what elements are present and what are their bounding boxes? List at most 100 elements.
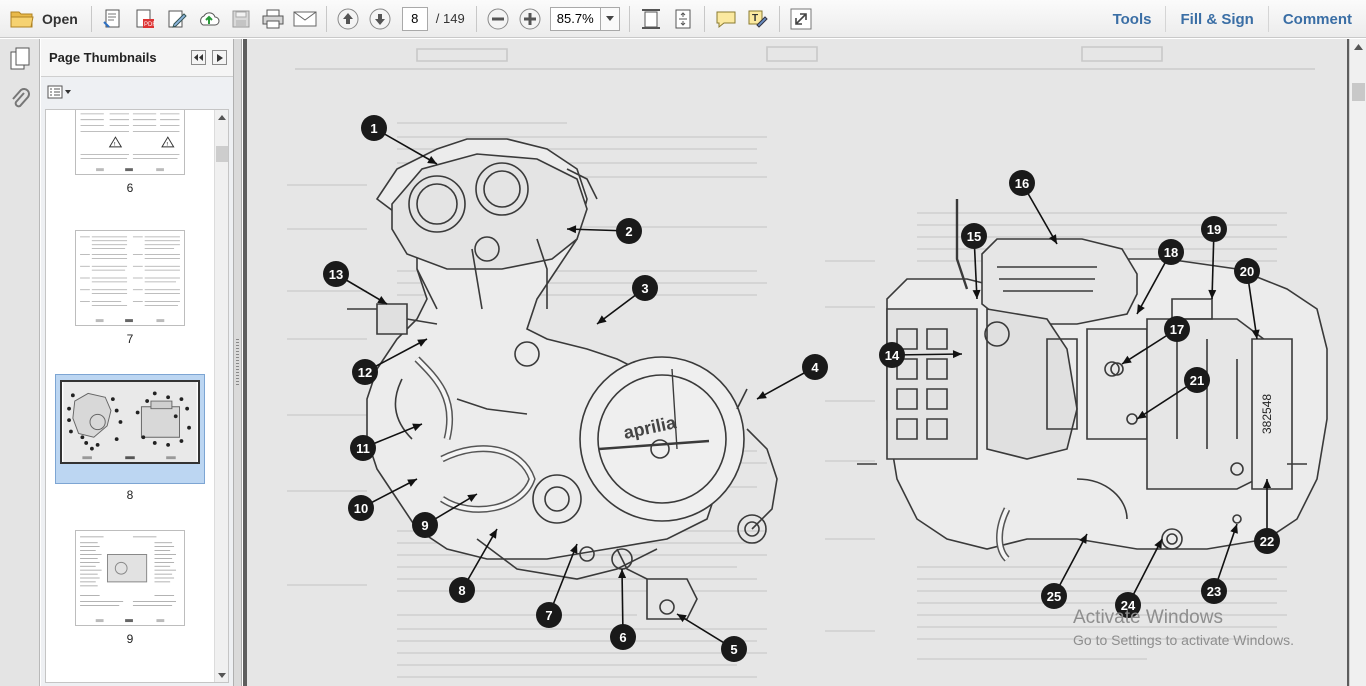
highlighter-icon: T	[748, 10, 768, 28]
document-scrollbar[interactable]	[1349, 39, 1366, 686]
thumbnail-page-6[interactable]: ! ! 6	[46, 110, 214, 195]
fit-page-button[interactable]	[667, 3, 699, 35]
callout-marker-2	[616, 218, 642, 244]
right-engine-drawing	[857, 199, 1328, 562]
upload-button[interactable]	[193, 3, 225, 35]
printer-icon	[262, 9, 284, 28]
zoom-in-button[interactable]	[514, 3, 546, 35]
callout-arrowhead	[489, 529, 497, 539]
speech-bubble-icon	[716, 11, 736, 28]
zoom-combobox[interactable]	[549, 6, 620, 31]
thumbnail-options-button[interactable]	[47, 85, 73, 99]
zoom-input[interactable]	[549, 6, 600, 31]
callout-label: 5	[730, 642, 737, 657]
save-button[interactable]	[225, 3, 257, 35]
doc-scroll-up-button[interactable]	[1350, 39, 1366, 55]
callout-marker-12	[352, 359, 378, 385]
zoom-out-button[interactable]	[482, 3, 514, 35]
main-toolbar: Open PDF / 149	[0, 0, 1366, 38]
print-button[interactable]	[257, 3, 289, 35]
callout-label: 6	[619, 630, 626, 645]
fit-width-button[interactable]	[635, 3, 667, 35]
comment-button[interactable]	[710, 3, 742, 35]
thumbnail-page-9[interactable]: 9	[46, 530, 214, 646]
zoom-dropdown-button[interactable]	[599, 6, 620, 31]
doc-scroll-thumb[interactable]	[1352, 83, 1365, 101]
callout-arrowhead	[377, 295, 387, 304]
expand-icon	[790, 8, 812, 29]
scroll-up-button[interactable]	[215, 110, 228, 124]
previous-page-button[interactable]	[332, 3, 364, 35]
fill-sign-pane-button[interactable]: Fill & Sign	[1165, 6, 1267, 32]
panel-header: Page Thumbnails	[41, 39, 233, 77]
callout-label: 8	[458, 583, 465, 598]
export-pdf-button[interactable]: PDF	[129, 3, 161, 35]
create-pdf-button[interactable]	[97, 3, 129, 35]
callout-marker-18	[1158, 239, 1184, 265]
callout-marker-1	[361, 115, 387, 141]
page-number-input[interactable]	[401, 6, 428, 31]
callout-marker-21	[1184, 367, 1210, 393]
email-button[interactable]	[289, 3, 321, 35]
scroll-down-button[interactable]	[215, 668, 228, 682]
callout-arrowhead	[952, 350, 962, 359]
callout-marker-25	[1041, 583, 1067, 609]
callout-arrowhead	[427, 156, 437, 164]
callout-label: 19	[1207, 222, 1221, 237]
open-label: Open	[42, 10, 78, 27]
toolbar-separator	[475, 5, 477, 32]
callout-marker-15	[961, 223, 987, 249]
create-pdf-icon	[103, 9, 120, 28]
callout-marker-4	[802, 354, 828, 380]
scroll-thumb[interactable]	[216, 146, 228, 162]
watermark-subtitle: Go to Settings to activate Windows.	[1073, 632, 1294, 648]
full-screen-button[interactable]	[785, 3, 817, 35]
thumbnail-page-8-selected[interactable]: 8	[46, 374, 214, 502]
toolbar-panes: Tools Fill & Sign Comment	[1099, 0, 1366, 38]
tools-pane-button[interactable]: Tools	[1112, 10, 1152, 28]
svg-text:PDF: PDF	[144, 22, 156, 28]
callout-marker-19	[1201, 216, 1227, 242]
thumbnail-label: 8	[126, 488, 134, 502]
splitter-grip	[236, 339, 239, 385]
envelope-icon	[293, 11, 317, 26]
callout-marker-11	[350, 435, 376, 461]
chevron-down-icon	[218, 672, 226, 678]
callout-label: 13	[329, 267, 343, 282]
toolbar-separator	[628, 5, 630, 32]
options-list-icon	[47, 85, 71, 99]
callout-arrowhead	[597, 315, 607, 324]
attachments-tab[interactable]	[0, 79, 40, 119]
collapse-panel-button[interactable]	[191, 50, 206, 65]
document-view[interactable]: aprilia	[243, 39, 1349, 686]
next-page-button[interactable]	[364, 3, 396, 35]
activation-watermark: Activate Windows Go to Settings to activ…	[1073, 607, 1294, 648]
pdf-page: aprilia	[247, 39, 1347, 686]
page-preview: ! !	[75, 110, 185, 175]
panel-options-row	[41, 77, 233, 107]
chevron-down-icon	[605, 16, 614, 21]
callout-arrowhead	[1122, 355, 1132, 364]
comment-pane-button[interactable]: Comment	[1267, 6, 1366, 32]
callout-markers: 1234567891011121314151617181920212223242…	[323, 115, 1280, 662]
page-total: / 149	[435, 11, 465, 26]
thumbnails-scrollbar[interactable]	[214, 110, 228, 682]
edit-pdf-button[interactable]	[161, 3, 193, 35]
expand-panel-button[interactable]	[212, 50, 227, 65]
open-button[interactable]: Open	[0, 0, 86, 38]
page-preview	[75, 230, 185, 326]
callout-arrowhead	[567, 225, 577, 234]
thumbnail-page-7[interactable]: 7	[46, 230, 214, 346]
plus-circle-icon	[519, 8, 541, 29]
callout-arrowhead	[677, 614, 687, 623]
highlight-button[interactable]: T	[742, 3, 774, 35]
callout-label: 10	[354, 501, 368, 516]
callout-arrowhead	[1049, 234, 1057, 244]
callout-arrowhead	[757, 391, 767, 399]
callout-arrowhead	[1137, 410, 1147, 419]
page-thumbnails-panel: Page Thumbnails ! !	[41, 39, 234, 686]
panel-splitter[interactable]	[234, 39, 242, 686]
page-thumbnails-tab[interactable]	[0, 39, 40, 79]
callout-label: 1	[370, 121, 377, 136]
callout-marker-23	[1201, 578, 1227, 604]
